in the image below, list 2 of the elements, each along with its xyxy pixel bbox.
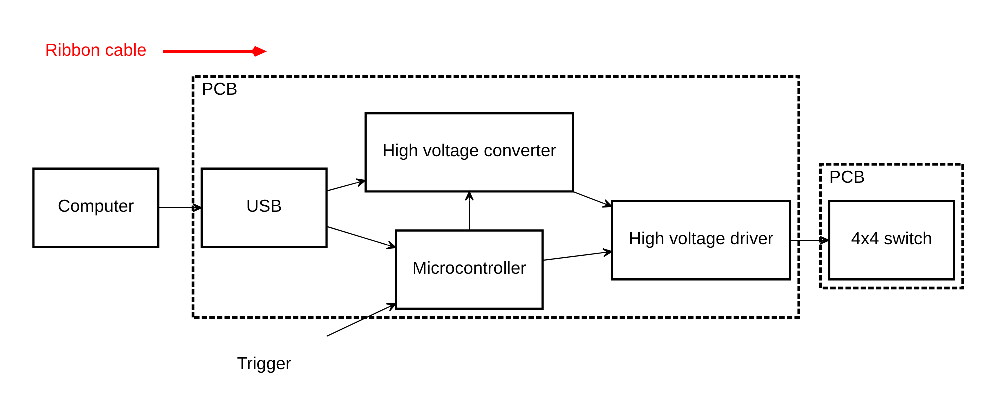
node-text: Ribbon cable [44, 40, 146, 60]
node-text: Trigger [236, 353, 292, 374]
